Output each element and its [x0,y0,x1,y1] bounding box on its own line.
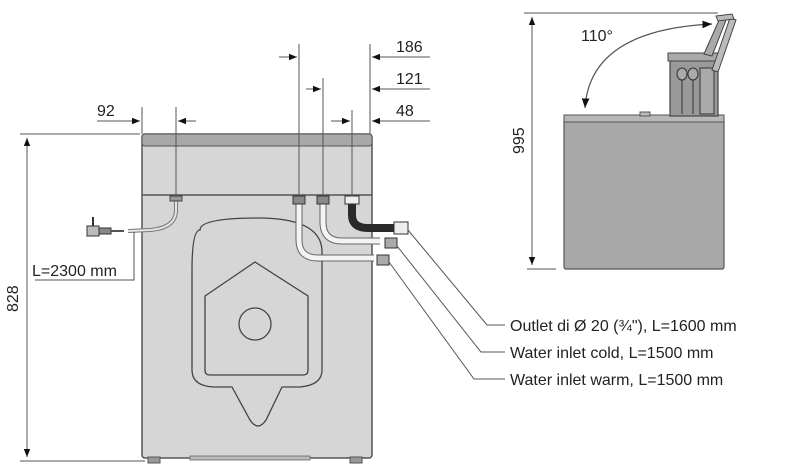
detergent-drawer [667,52,721,117]
callout-warm-inlet-label: Water inlet warm, L=1500 mm [510,372,723,389]
rear-inner-panel [204,261,309,376]
dim-186-label: 186 [396,39,423,56]
lid-angle-label: 110° [581,28,613,45]
height-828-label: 828 [5,285,22,312]
foot-left [147,456,161,464]
rear-outer-panel [191,217,323,427]
height-995-label: 995 [511,127,528,154]
dim-121-label: 121 [396,71,423,88]
warm-inlet-fitting [376,254,390,266]
callout-leader-outlet [407,229,505,326]
callout-cold-inlet-label: Water inlet cold, L=1500 mm [510,345,714,362]
plug-icon [86,217,124,237]
power-cable-leader [35,232,135,281]
side-view: 110° 995 [511,12,737,270]
dim-92-label: 92 [97,103,115,120]
callout-outlet-label: Outlet di Ø 20 (¾"), L=1600 mm [510,318,737,335]
foot-right [349,456,363,464]
callout-leader-warm [388,261,505,380]
side-top-knob [639,111,651,117]
cold-inlet-fitting [384,237,398,249]
rear-center-circle [238,307,272,341]
lid-angle-arc [581,20,713,109]
dim-48-label: 48 [396,103,414,120]
power-cable-label: L=2300 mm [32,263,117,280]
hose-callouts: Outlet di Ø 20 (¾"), L=1600 mm Water inl… [388,229,737,389]
callout-leader-cold [396,245,505,353]
top-panel [141,133,373,147]
front-view: L=2300 mm 828 92 [5,39,430,464]
side-body [563,116,725,270]
power-cable-fitting [169,195,183,202]
base-plate [189,455,311,461]
drain-outlet-hose [344,195,409,235]
